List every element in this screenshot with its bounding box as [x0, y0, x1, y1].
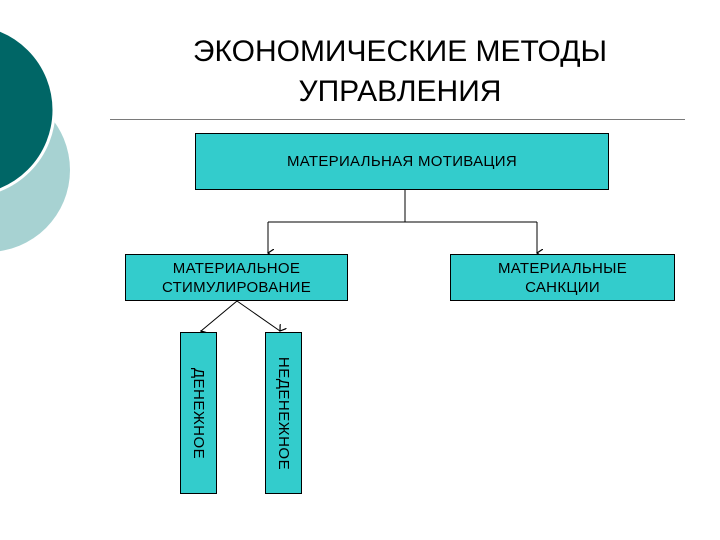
- sanctions-label-line-2: САНКЦИИ: [525, 278, 600, 296]
- page-title: ЭКОНОМИЧЕСКИЕ МЕТОДЫ УПРАВЛЕНИЯ: [120, 32, 680, 112]
- material-stimulation-box: МАТЕРИАЛЬНОЕ СТИМУЛИРОВАНИЕ: [125, 254, 348, 301]
- decorative-circles: [0, 28, 70, 252]
- material-motivation-box: МАТЕРИАЛЬНАЯ МОТИВАЦИЯ: [195, 133, 609, 190]
- arrow-to-non-monetary: [236, 300, 280, 331]
- material-sanctions-box: МАТЕРИАЛЬНЫЕ САНКЦИИ: [450, 254, 675, 301]
- white-ring: [0, 28, 56, 192]
- title-line-2: УПРАВЛЕНИЯ: [298, 75, 502, 108]
- non-monetary-box: НЕДЕНЕЖНОЕ: [265, 332, 302, 494]
- arrow-to-monetary: [201, 300, 238, 331]
- title-divider: [110, 119, 685, 120]
- monetary-box: ДЕНЕЖНОЕ: [180, 332, 217, 494]
- stimulation-label-line-2: СТИМУЛИРОВАНИЕ: [161, 278, 312, 296]
- sanctions-label-line-1: МАТЕРИАЛЬНЫЕ: [497, 259, 628, 277]
- monetary-label: ДЕНЕЖНОЕ: [190, 367, 208, 459]
- dark-circle: [0, 30, 54, 190]
- title-line-1: ЭКОНОМИЧЕСКИЕ МЕТОДЫ: [192, 35, 608, 68]
- material-motivation-label: МАТЕРИАЛЬНАЯ МОТИВАЦИЯ: [286, 153, 518, 170]
- non-monetary-label: НЕДЕНЕЖНОЕ: [275, 356, 293, 470]
- stimulation-label-line-1: МАТЕРИАЛЬНОЕ: [172, 259, 301, 277]
